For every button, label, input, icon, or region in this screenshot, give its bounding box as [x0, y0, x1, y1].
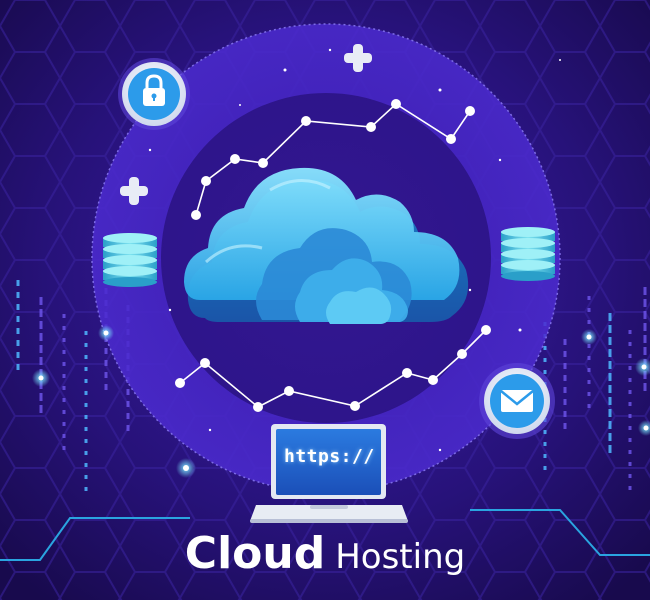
database-icon-right [501, 227, 555, 281]
laptop-icon [250, 424, 408, 523]
glow-nodes [32, 325, 650, 478]
headline-word-hosting: Hosting [335, 537, 466, 577]
sparkles [148, 48, 561, 452]
circuit-line-right [470, 509, 650, 556]
lock-icon [118, 58, 190, 130]
plus-icon-top [344, 44, 372, 72]
mail-icon [479, 363, 555, 439]
cloud-icon [184, 167, 469, 324]
outer-circle-dots [91, 23, 561, 493]
line-graph-top [191, 99, 475, 220]
line-graph-bottom [175, 325, 491, 412]
plus-icon-left [120, 177, 148, 205]
laptop-screen-url: https:// [284, 446, 375, 467]
database-icon-left [103, 233, 157, 287]
circuit-line-left [0, 517, 190, 561]
headline-word-cloud: Cloud [184, 528, 326, 579]
